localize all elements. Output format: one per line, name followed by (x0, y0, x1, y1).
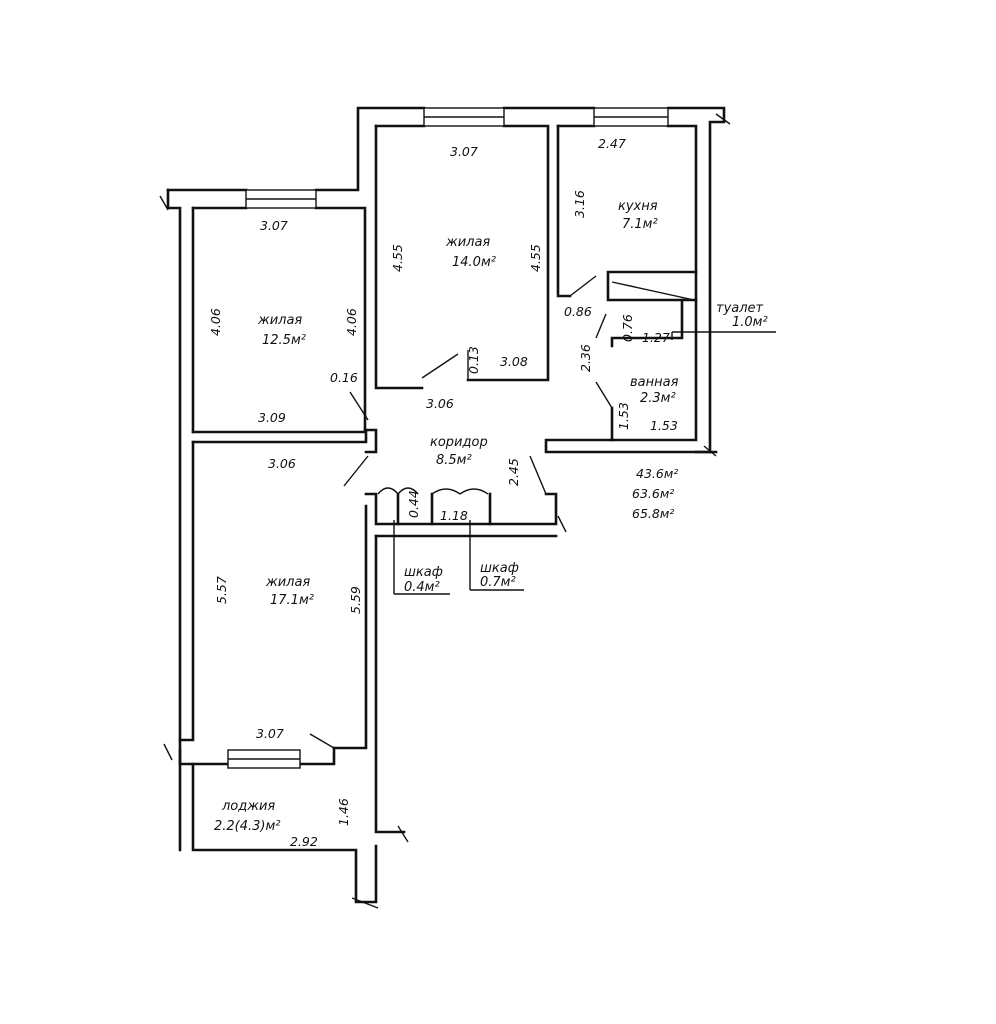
dim-wall-016: 0.16 (330, 370, 358, 385)
total-living-area: 43.6м² (636, 466, 678, 481)
room-name-loggia: лоджия (221, 799, 275, 814)
room-area-toilet: 1.0м² (732, 315, 768, 330)
room-area-closet-1: 0.4м² (404, 580, 440, 595)
room-name-living-3: жилая (265, 575, 310, 590)
dim-l3-right: 5.59 (348, 586, 363, 614)
dim-toilet-127: 1.27 (642, 330, 670, 345)
room-name-toilet: туалет (716, 301, 764, 316)
room-area-living-1: 12.5м² (262, 333, 306, 348)
dim-corr-245: 2.45 (506, 458, 521, 486)
dim-l3-bottom: 3.07 (256, 726, 284, 741)
dim-toilet-076: 0.76 (620, 314, 635, 342)
room-area-bathroom: 2.3м² (640, 391, 676, 406)
dim-bath-153h: 1.53 (650, 418, 678, 433)
dim-loggia-292: 2.92 (290, 834, 318, 849)
dim-l1-right: 4.06 (344, 308, 359, 336)
dim-kitchen-side: 3.16 (572, 190, 587, 218)
dimensions: 3.07 4.06 4.06 3.09 3.07 4.55 4.55 3.08 … (208, 136, 678, 849)
dim-l2-left: 4.55 (390, 244, 405, 272)
room-name-bathroom: ванная (630, 375, 679, 390)
dim-closet-044: 0.44 (406, 490, 421, 518)
room-labels: жилая 12.5м² жилая 14.0м² кухня 7.1м² ту… (214, 199, 768, 834)
room-name-living-2: жилая (445, 235, 490, 250)
room-area-loggia: 2.2(4.3)м² (214, 819, 281, 834)
wall-ticks (159, 113, 731, 909)
dim-kitchen-086: 0.86 (564, 304, 592, 319)
dim-l2-right: 4.55 (528, 244, 543, 272)
room-name-living-1: жилая (257, 313, 302, 328)
total-area-with-loggia: 65.8м² (632, 506, 674, 521)
room-area-living-3: 17.1м² (270, 593, 314, 608)
room-area-living-2: 14.0м² (452, 255, 496, 270)
room-name-kitchen: кухня (618, 199, 658, 214)
dim-bath-153v: 1.53 (616, 402, 631, 430)
dim-l3-left: 5.57 (214, 576, 229, 604)
total-area: 63.6м² (632, 486, 674, 501)
dim-l2-top: 3.07 (450, 144, 478, 159)
room-name-closet-1: шкаф (404, 565, 443, 580)
dim-bath-236: 2.36 (578, 344, 593, 372)
windows (227, 107, 669, 769)
dim-loggia-146: 1.46 (336, 798, 351, 826)
room-area-corridor: 8.5м² (436, 453, 472, 468)
room-name-corridor: коридор (430, 435, 488, 450)
dim-l1-bottom: 3.09 (258, 410, 286, 425)
dim-l2-bottom: 3.08 (500, 354, 528, 369)
dim-l3-top: 3.06 (268, 456, 296, 471)
dim-l2-door: 0.13 (466, 346, 481, 374)
dim-l1-top: 3.07 (260, 218, 288, 233)
dim-l1-left: 4.06 (208, 308, 223, 336)
doors (309, 275, 776, 749)
area-totals: 43.6м² 63.6м² 65.8м² (632, 466, 678, 521)
walls (166, 106, 726, 904)
dim-corr-width: 3.06 (426, 396, 454, 411)
dim-kitchen-top: 2.47 (598, 136, 626, 151)
room-area-closet-2: 0.7м² (480, 575, 516, 590)
dim-closet-118: 1.18 (440, 508, 468, 523)
room-name-closet-2: шкаф (480, 561, 519, 576)
room-area-kitchen: 7.1м² (622, 217, 658, 232)
